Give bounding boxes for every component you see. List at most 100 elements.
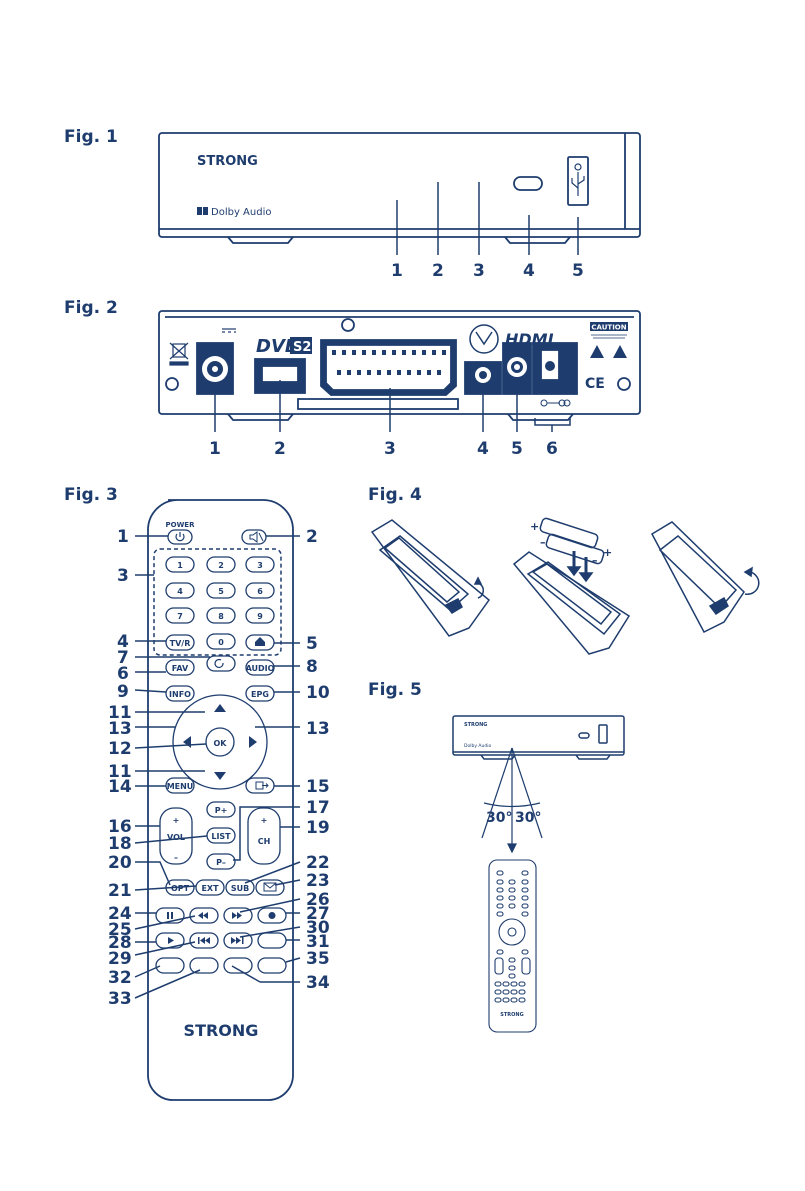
vol-plus-label: + (173, 816, 180, 825)
key-5[interactable] (206, 582, 236, 599)
fig5-brand-logo: STRONG (464, 722, 487, 728)
key-8[interactable] (206, 607, 236, 624)
key-6[interactable] (245, 582, 275, 599)
exit-icon (255, 781, 269, 790)
audio-button[interactable] (245, 659, 275, 676)
page-down-button[interactable] (206, 853, 236, 870)
dc-symbol-icon (222, 328, 236, 333)
remote-brand-logo: STRONG (184, 1021, 259, 1040)
ok-button[interactable] (205, 727, 235, 757)
volume-rocker[interactable] (159, 807, 193, 865)
caution-text: CAUTION (591, 324, 626, 332)
battery-step-open-cover (370, 519, 491, 637)
key-7[interactable] (165, 607, 195, 624)
ext-button[interactable] (195, 879, 225, 896)
next-button[interactable] (223, 932, 253, 949)
rewind-button[interactable] (189, 907, 219, 924)
stop-button[interactable] (257, 932, 287, 949)
fig1-callout: 5 (572, 261, 584, 281)
recall-button[interactable] (206, 655, 236, 672)
rca-connector-icon (475, 367, 491, 383)
power-jack-icon (545, 361, 555, 371)
fig4-title: Fig. 4 (368, 485, 422, 505)
key-1[interactable] (165, 556, 195, 573)
key-9-label: 9 (257, 612, 263, 621)
remote-callout: 13 (108, 719, 132, 739)
previous-icon (198, 937, 210, 944)
battery-plus-right: + (603, 546, 612, 559)
dvb-text: DVB (256, 336, 299, 357)
remote-key-labels: 1 2 3 4 5 6 7 8 9 0 TV/R FAV AUDIO INFO … (167, 561, 275, 893)
fig2-leader-lines (214, 377, 571, 432)
remote-leader-lines (134, 535, 301, 999)
key-2[interactable] (206, 556, 236, 573)
list-button[interactable] (206, 827, 236, 844)
rewind-icon (198, 912, 208, 919)
dpad-ring[interactable] (172, 694, 268, 790)
fig1-receiver-front (158, 132, 641, 244)
fig2-callout: 4 (477, 439, 489, 459)
pause-icon (167, 912, 169, 919)
vol-minus-label: – (174, 853, 178, 862)
fig5-title: Fig. 5 (368, 680, 422, 700)
channel-rocker[interactable] (247, 807, 281, 865)
mail-button[interactable] (255, 879, 285, 896)
remote-callout: 16 (108, 817, 132, 837)
remote-callout: 33 (108, 989, 132, 1009)
remote-callout: 22 (306, 853, 330, 873)
usb-icon (571, 163, 585, 196)
remote-callout: 35 (306, 949, 330, 969)
fig1-callout: 4 (523, 261, 535, 281)
exit-button[interactable] (245, 777, 275, 794)
key-3[interactable] (245, 556, 275, 573)
fav-label: FAV (172, 664, 189, 673)
remote-callout: 24 (108, 904, 132, 924)
remote-callout: 11 (108, 762, 132, 782)
opt-label: OPT (171, 884, 190, 893)
fig5-remote-brand: STRONG (500, 1012, 523, 1018)
fig1-dolby-logo: Dolby Audio (197, 207, 271, 218)
remote-callout: 19 (306, 818, 330, 838)
remote-callout: 15 (306, 777, 330, 797)
yellow-button[interactable] (223, 957, 253, 974)
key-3-label: 3 (257, 561, 263, 570)
key-4[interactable] (165, 582, 195, 599)
tvr-button[interactable] (165, 634, 195, 651)
antenna-connector-icon (202, 356, 228, 382)
sub-button[interactable] (225, 879, 255, 896)
play-icon (168, 937, 174, 944)
remote-callout: 31 (306, 932, 330, 952)
power-button[interactable] (167, 529, 193, 545)
key-0[interactable] (206, 633, 236, 650)
left-arrow-icon (183, 736, 191, 748)
green-button[interactable] (189, 957, 219, 974)
ir-angle-lines (481, 747, 543, 854)
record-button[interactable] (257, 907, 287, 924)
pause-button[interactable] (155, 907, 185, 924)
fig1-callout: 2 (432, 261, 444, 281)
blue-button[interactable] (257, 957, 287, 974)
angle-right-label: 30° (515, 810, 541, 826)
record-icon (268, 912, 276, 919)
key-9[interactable] (245, 607, 275, 624)
page-up-button[interactable] (206, 801, 236, 818)
fig1-title: Fig. 1 (64, 127, 118, 147)
remote-callout: 13 (306, 719, 330, 739)
info-button[interactable] (165, 685, 195, 702)
remote-callout: 6 (117, 664, 129, 684)
remote-callout: 12 (108, 739, 132, 759)
red-button[interactable] (155, 957, 185, 974)
fav-button[interactable] (165, 659, 195, 676)
home-icon (255, 637, 265, 646)
mute-button[interactable] (241, 529, 267, 545)
remote-callout: 32 (108, 968, 132, 988)
mail-icon (263, 882, 277, 892)
remote-callout: 27 (306, 904, 330, 924)
list-label: LIST (211, 832, 231, 841)
previous-button[interactable] (189, 932, 219, 949)
mute-icon (249, 531, 258, 543)
fast-forward-button[interactable] (223, 907, 253, 924)
remote-callout: 34 (306, 973, 330, 993)
epg-button[interactable] (245, 685, 275, 702)
ce-mark: CE (585, 376, 605, 392)
